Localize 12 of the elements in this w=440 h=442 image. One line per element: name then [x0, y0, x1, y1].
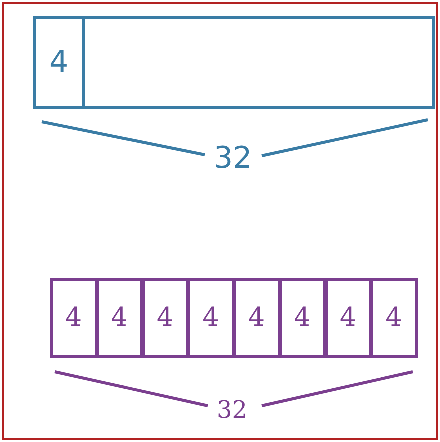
bar-segment	[82, 16, 435, 109]
bar-segment: 4	[96, 278, 144, 358]
total-label: 32	[217, 395, 248, 425]
bar-segment: 4	[33, 16, 85, 109]
bar-segment: 4	[142, 278, 189, 358]
bar-segment: 4	[50, 278, 98, 358]
bar-segment: 4	[233, 278, 280, 358]
bar-segment: 4	[278, 278, 326, 358]
bar-segment: 4	[370, 278, 418, 358]
bar-segment: 4	[187, 278, 235, 358]
total-label: 32	[214, 144, 252, 174]
bar-segment: 4	[324, 278, 372, 358]
